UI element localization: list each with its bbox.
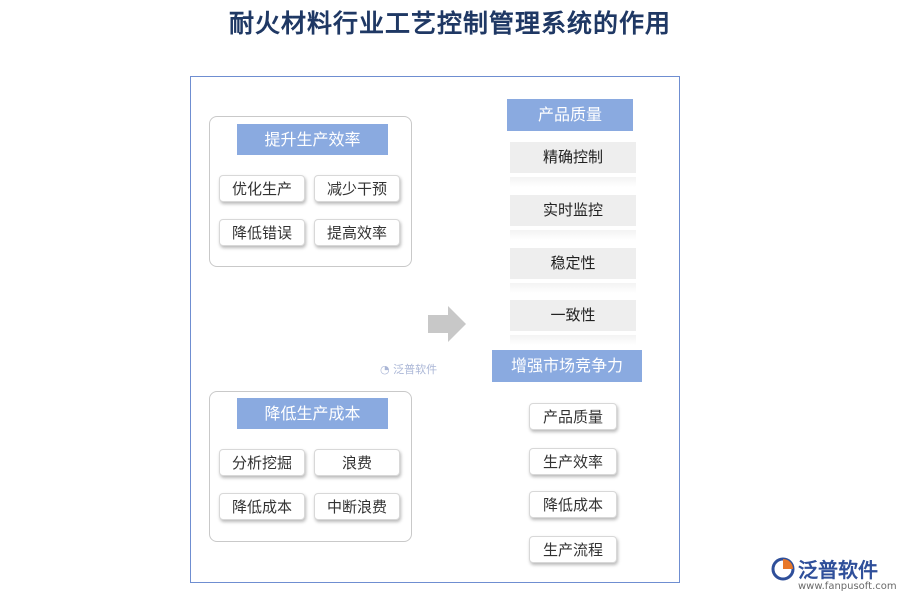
competition-item: 降低成本 — [529, 491, 617, 518]
quality-item-reflection — [510, 335, 636, 345]
competition-item: 产品质量 — [529, 403, 617, 430]
efficiency-group — [209, 116, 412, 267]
competition-header: 增强市场竞争力 — [492, 350, 642, 382]
cost-group — [209, 391, 412, 542]
diagram-frame — [190, 76, 680, 583]
cost-item: 中断浪费 — [314, 493, 400, 520]
efficiency-item: 提高效率 — [314, 219, 400, 246]
fanpu-logo-icon — [771, 557, 795, 581]
quality-item-reflection — [510, 230, 636, 240]
fanpu-logo: 泛普软件 www.fanpusoft.com — [770, 553, 897, 598]
watermark-logo-icon: ◔ — [380, 363, 390, 376]
page-title: 耐火材料行业工艺控制管理系统的作用 — [228, 9, 671, 38]
quality-item-reflection — [510, 283, 636, 293]
logo-url: www.fanpusoft.com — [798, 581, 897, 592]
cost-header: 降低生产成本 — [237, 398, 388, 429]
efficiency-item: 降低错误 — [219, 219, 305, 246]
efficiency-item: 优化生产 — [219, 175, 305, 202]
quality-header: 产品质量 — [507, 99, 633, 131]
logo-name: 泛普软件 — [798, 558, 878, 582]
efficiency-item: 减少干预 — [314, 175, 400, 202]
watermark-text: 泛普软件 — [393, 363, 438, 376]
competition-item: 生产效率 — [529, 448, 617, 475]
quality-item: 精确控制 — [510, 142, 636, 173]
quality-item: 一致性 — [510, 300, 636, 331]
quality-item: 稳定性 — [510, 248, 636, 279]
quality-item-reflection — [510, 177, 636, 187]
efficiency-header: 提升生产效率 — [237, 124, 388, 155]
cost-item: 分析挖掘 — [219, 449, 305, 476]
competition-item: 生产流程 — [529, 536, 617, 563]
cost-item: 降低成本 — [219, 493, 305, 520]
cost-item: 浪费 — [314, 449, 400, 476]
quality-item: 实时监控 — [510, 195, 636, 226]
watermark: ◔ 泛普软件 — [380, 361, 437, 377]
right-arrow-icon — [428, 306, 466, 342]
